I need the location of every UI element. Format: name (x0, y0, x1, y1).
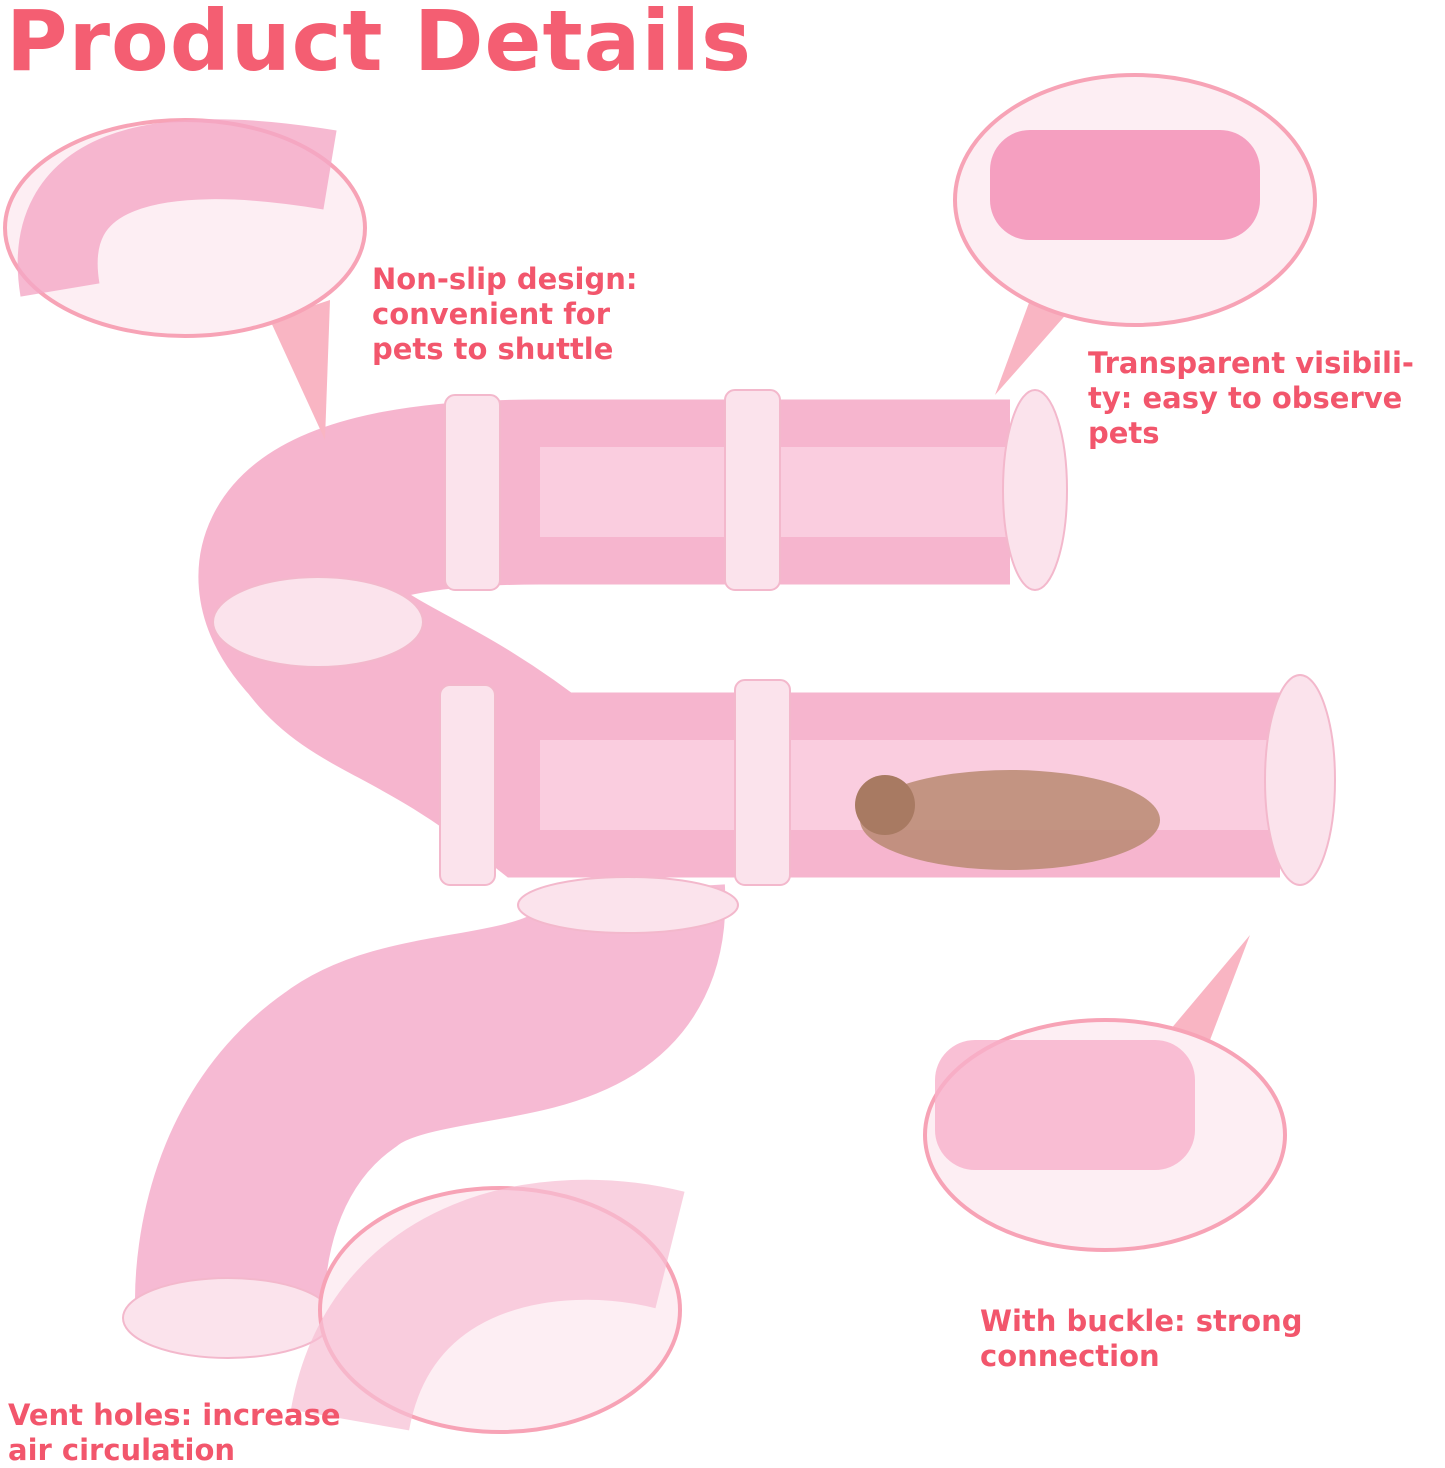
page-title: Product Details (6, 0, 752, 90)
feature-transparent: Transparent visibili- ty: easy to observ… (1088, 346, 1414, 450)
hamster-tube (122, 389, 1336, 1359)
detail-callouts (3, 73, 1317, 1434)
feature-buckle: With buckle: strong connection (980, 1304, 1303, 1373)
feature-non-slip: Non-slip design: convenient for pets to … (372, 262, 638, 366)
feature-vent-holes: Vent holes: increase air circulation (8, 1398, 341, 1467)
hamster (860, 770, 1160, 870)
